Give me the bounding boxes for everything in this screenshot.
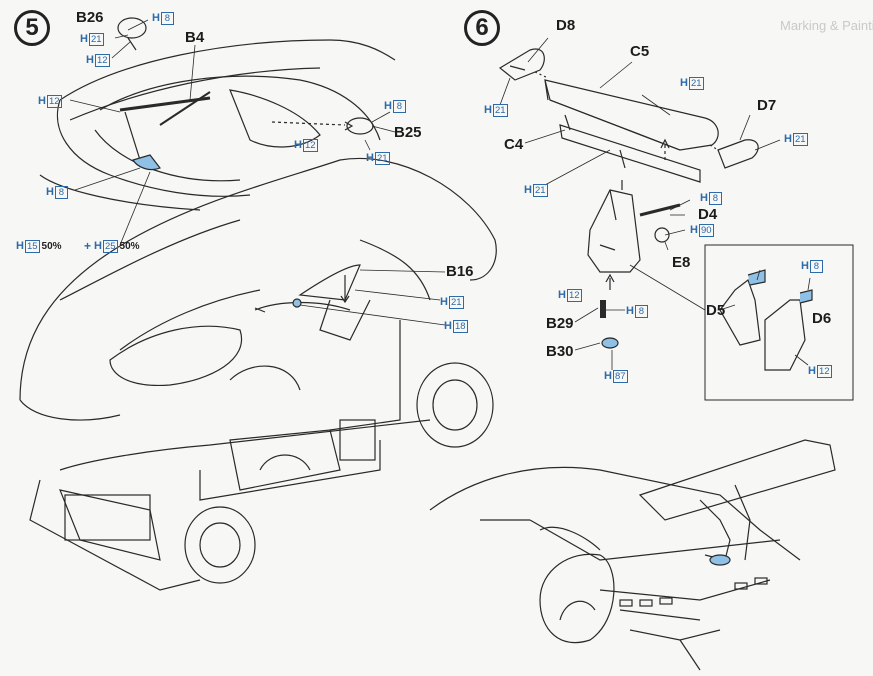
step6-wing-c4	[559, 114, 701, 183]
part-label-d7: D7	[757, 97, 777, 114]
part-label-c5: C5	[630, 43, 650, 60]
part-label-b30: B30	[546, 343, 574, 360]
step6-wing-c5	[544, 79, 719, 151]
step6-stay	[587, 180, 681, 273]
part-label-d5: D5	[706, 302, 726, 319]
background-text: Marking & Painting	[780, 18, 873, 33]
part-label-e8: E8	[672, 254, 691, 271]
step6-parts-b29-b30	[600, 273, 619, 349]
part-label-c4: C4	[504, 136, 524, 153]
step5-mirror-b26	[117, 17, 147, 51]
step6-rear-car	[429, 439, 836, 671]
part-label-d8: D8	[556, 17, 576, 34]
part-label-b4: B4	[185, 29, 205, 46]
part-label-d6: D6	[812, 310, 832, 327]
step5-wiper-b4	[119, 91, 211, 171]
step6-endplate-d8	[498, 48, 549, 81]
part-label-b25: B25	[394, 124, 422, 141]
step-number-6: 6	[464, 10, 500, 46]
step-number-5: 5	[14, 10, 50, 46]
step5-wing-b16	[292, 264, 361, 308]
color-mix-plus: +	[84, 239, 92, 253]
step5-mirror-b25	[271, 117, 374, 135]
step6-endplate-d7	[709, 139, 759, 169]
part-label-b29: B29	[546, 315, 574, 332]
part-label-b26: B26	[76, 9, 104, 26]
step6-detail-box	[704, 244, 854, 401]
step5-main-car	[19, 157, 497, 591]
step6-leaders	[499, 37, 811, 370]
part-label-d4: D4	[698, 206, 718, 223]
part-label-b16: B16	[446, 263, 474, 280]
step5-leaders	[69, 19, 446, 326]
